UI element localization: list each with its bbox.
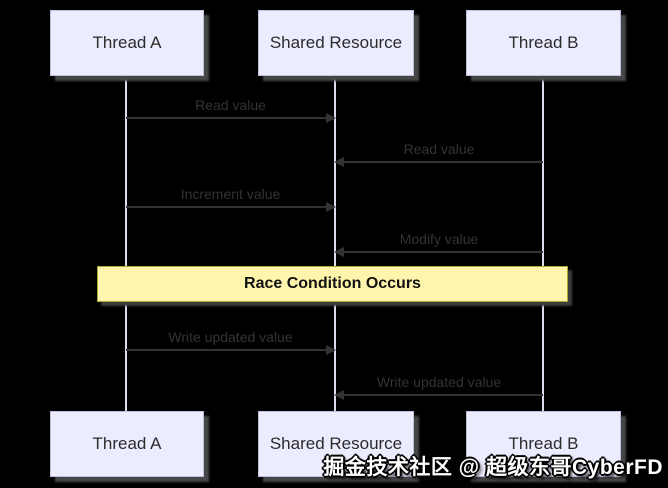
lifeline-thread-b: [542, 74, 544, 412]
arrowhead-left-icon: [334, 390, 344, 400]
actor-label: Shared Resource: [269, 434, 403, 453]
message-label-3: Increment value: [180, 186, 281, 202]
arrowhead-right-icon: [326, 202, 336, 212]
actor-top-thread-a: Thread A: [50, 10, 204, 76]
message-label-6: Write updated value: [376, 374, 502, 390]
message-label-1: Read value: [195, 97, 266, 113]
arrowhead-left-icon: [334, 247, 344, 257]
watermark-text: 掘金技术社区 @ 超级东哥CyberFD: [323, 456, 663, 479]
message-line-5: [126, 349, 328, 351]
note-race-condition: Race Condition Occurs: [97, 266, 568, 302]
actor-bottom-thread-a: Thread A: [50, 411, 204, 477]
message-line-2: [342, 161, 543, 163]
message-label-2: Read value: [403, 141, 475, 157]
message-line-3: [126, 206, 328, 208]
actor-label: Shared Resource: [269, 33, 403, 52]
arrowhead-left-icon: [334, 157, 344, 167]
actor-top-shared-resource: Shared Resource: [258, 10, 414, 76]
actor-label: Thread A: [92, 33, 162, 52]
actor-label: Thread A: [92, 434, 162, 453]
note-label: Race Condition Occurs: [244, 275, 421, 292]
actor-label: Thread B: [508, 434, 579, 453]
actor-bottom-shared-resource: Shared Resource: [258, 411, 414, 477]
arrowhead-right-icon: [326, 113, 336, 123]
actor-label: Thread B: [508, 33, 579, 52]
arrowhead-right-icon: [326, 345, 336, 355]
message-line-4: [342, 251, 543, 253]
message-line-1: [126, 117, 328, 119]
message-label-4: Modify value: [399, 231, 479, 247]
message-line-6: [342, 394, 543, 396]
lifeline-thread-a: [125, 74, 127, 412]
actor-bottom-thread-b: Thread B: [466, 411, 621, 477]
lifeline-shared-resource: [334, 74, 336, 412]
actor-top-thread-b: Thread B: [466, 10, 621, 76]
message-label-5: Write updated value: [168, 329, 293, 345]
